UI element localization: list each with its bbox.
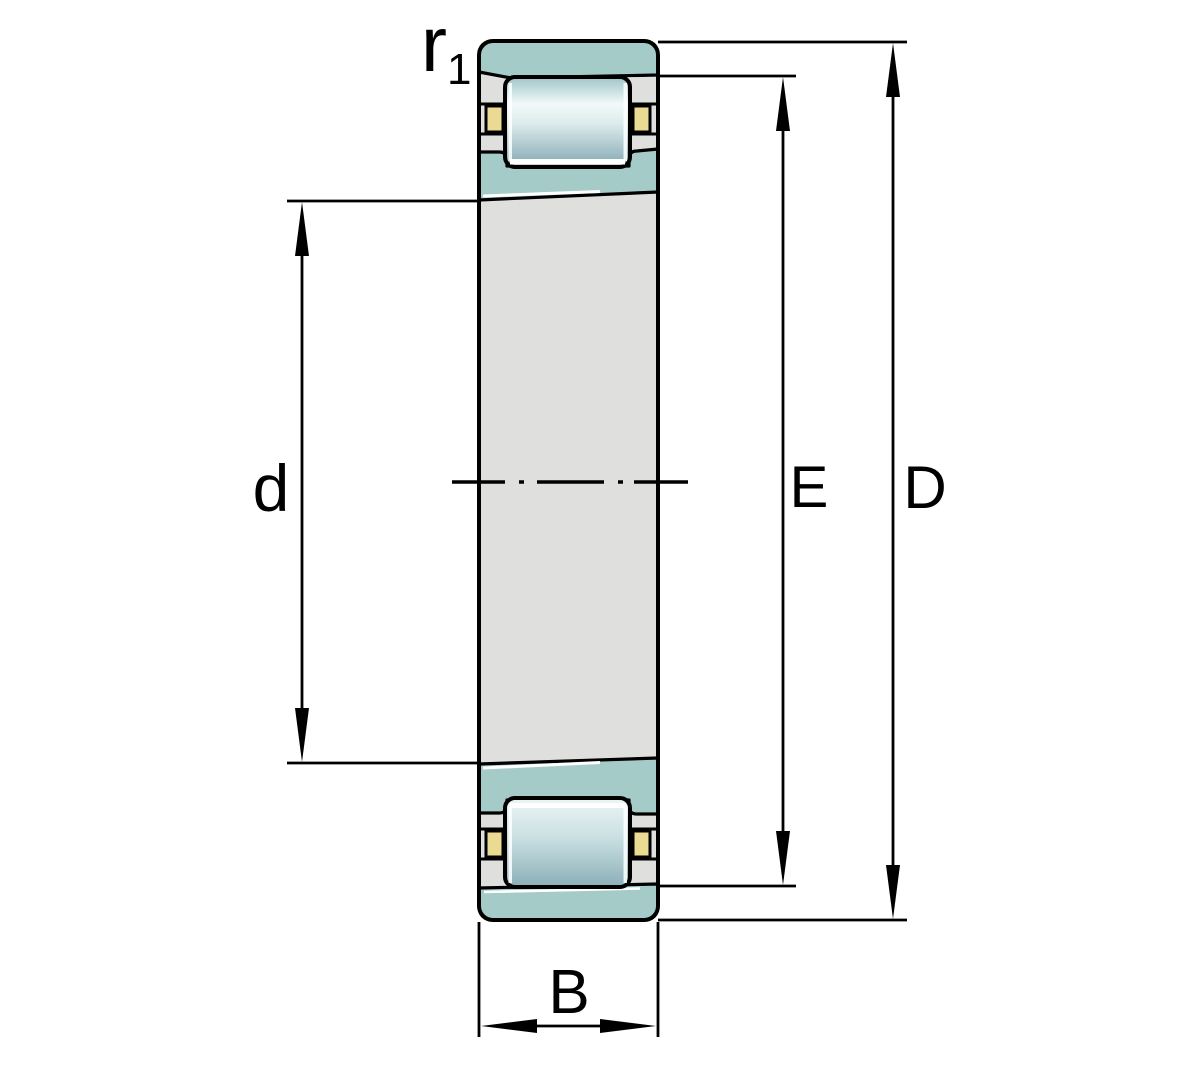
inner-ring-bottom-highlight xyxy=(482,761,601,770)
dimension-annotations xyxy=(287,40,907,1037)
dimension-B xyxy=(477,922,660,1037)
cage-segment-bottom-left xyxy=(484,829,505,859)
cage-pocket-lines xyxy=(479,102,658,861)
arrowhead-d-down xyxy=(295,708,309,762)
dimension-d xyxy=(287,199,481,765)
arrowhead-D-down xyxy=(886,865,900,919)
arrowhead-E-up xyxy=(776,77,790,131)
arrowhead-D-up xyxy=(886,43,900,97)
label-D: D xyxy=(903,454,946,521)
label-d: d xyxy=(253,451,290,525)
label-r1-subscript: 1 xyxy=(447,45,471,94)
cage-segment-top-left xyxy=(484,104,505,134)
dimension-D xyxy=(658,40,907,922)
arrowhead-B-right xyxy=(600,1019,656,1033)
outer-ring-bottom-highlight xyxy=(483,887,641,894)
label-r1-base: r xyxy=(421,0,447,88)
label-E: E xyxy=(790,455,829,520)
outer-ring-top-section xyxy=(477,39,660,80)
roller-bottom xyxy=(503,796,632,889)
arrowhead-E-down xyxy=(776,831,790,885)
cage-segment-bottom-right xyxy=(631,829,652,859)
roller-top xyxy=(503,75,632,169)
dimension-E xyxy=(658,74,796,888)
cage-segment-top-right xyxy=(631,104,652,134)
label-r1: r1 xyxy=(421,0,471,94)
bearing-cross-section xyxy=(452,39,688,922)
arrowhead-d-up xyxy=(295,202,309,256)
dimension-labels: d E D B r1 xyxy=(253,0,947,1027)
label-B: B xyxy=(548,958,589,1027)
arrowhead-B-left xyxy=(481,1019,537,1033)
inner-ring-top-highlight xyxy=(482,190,601,198)
